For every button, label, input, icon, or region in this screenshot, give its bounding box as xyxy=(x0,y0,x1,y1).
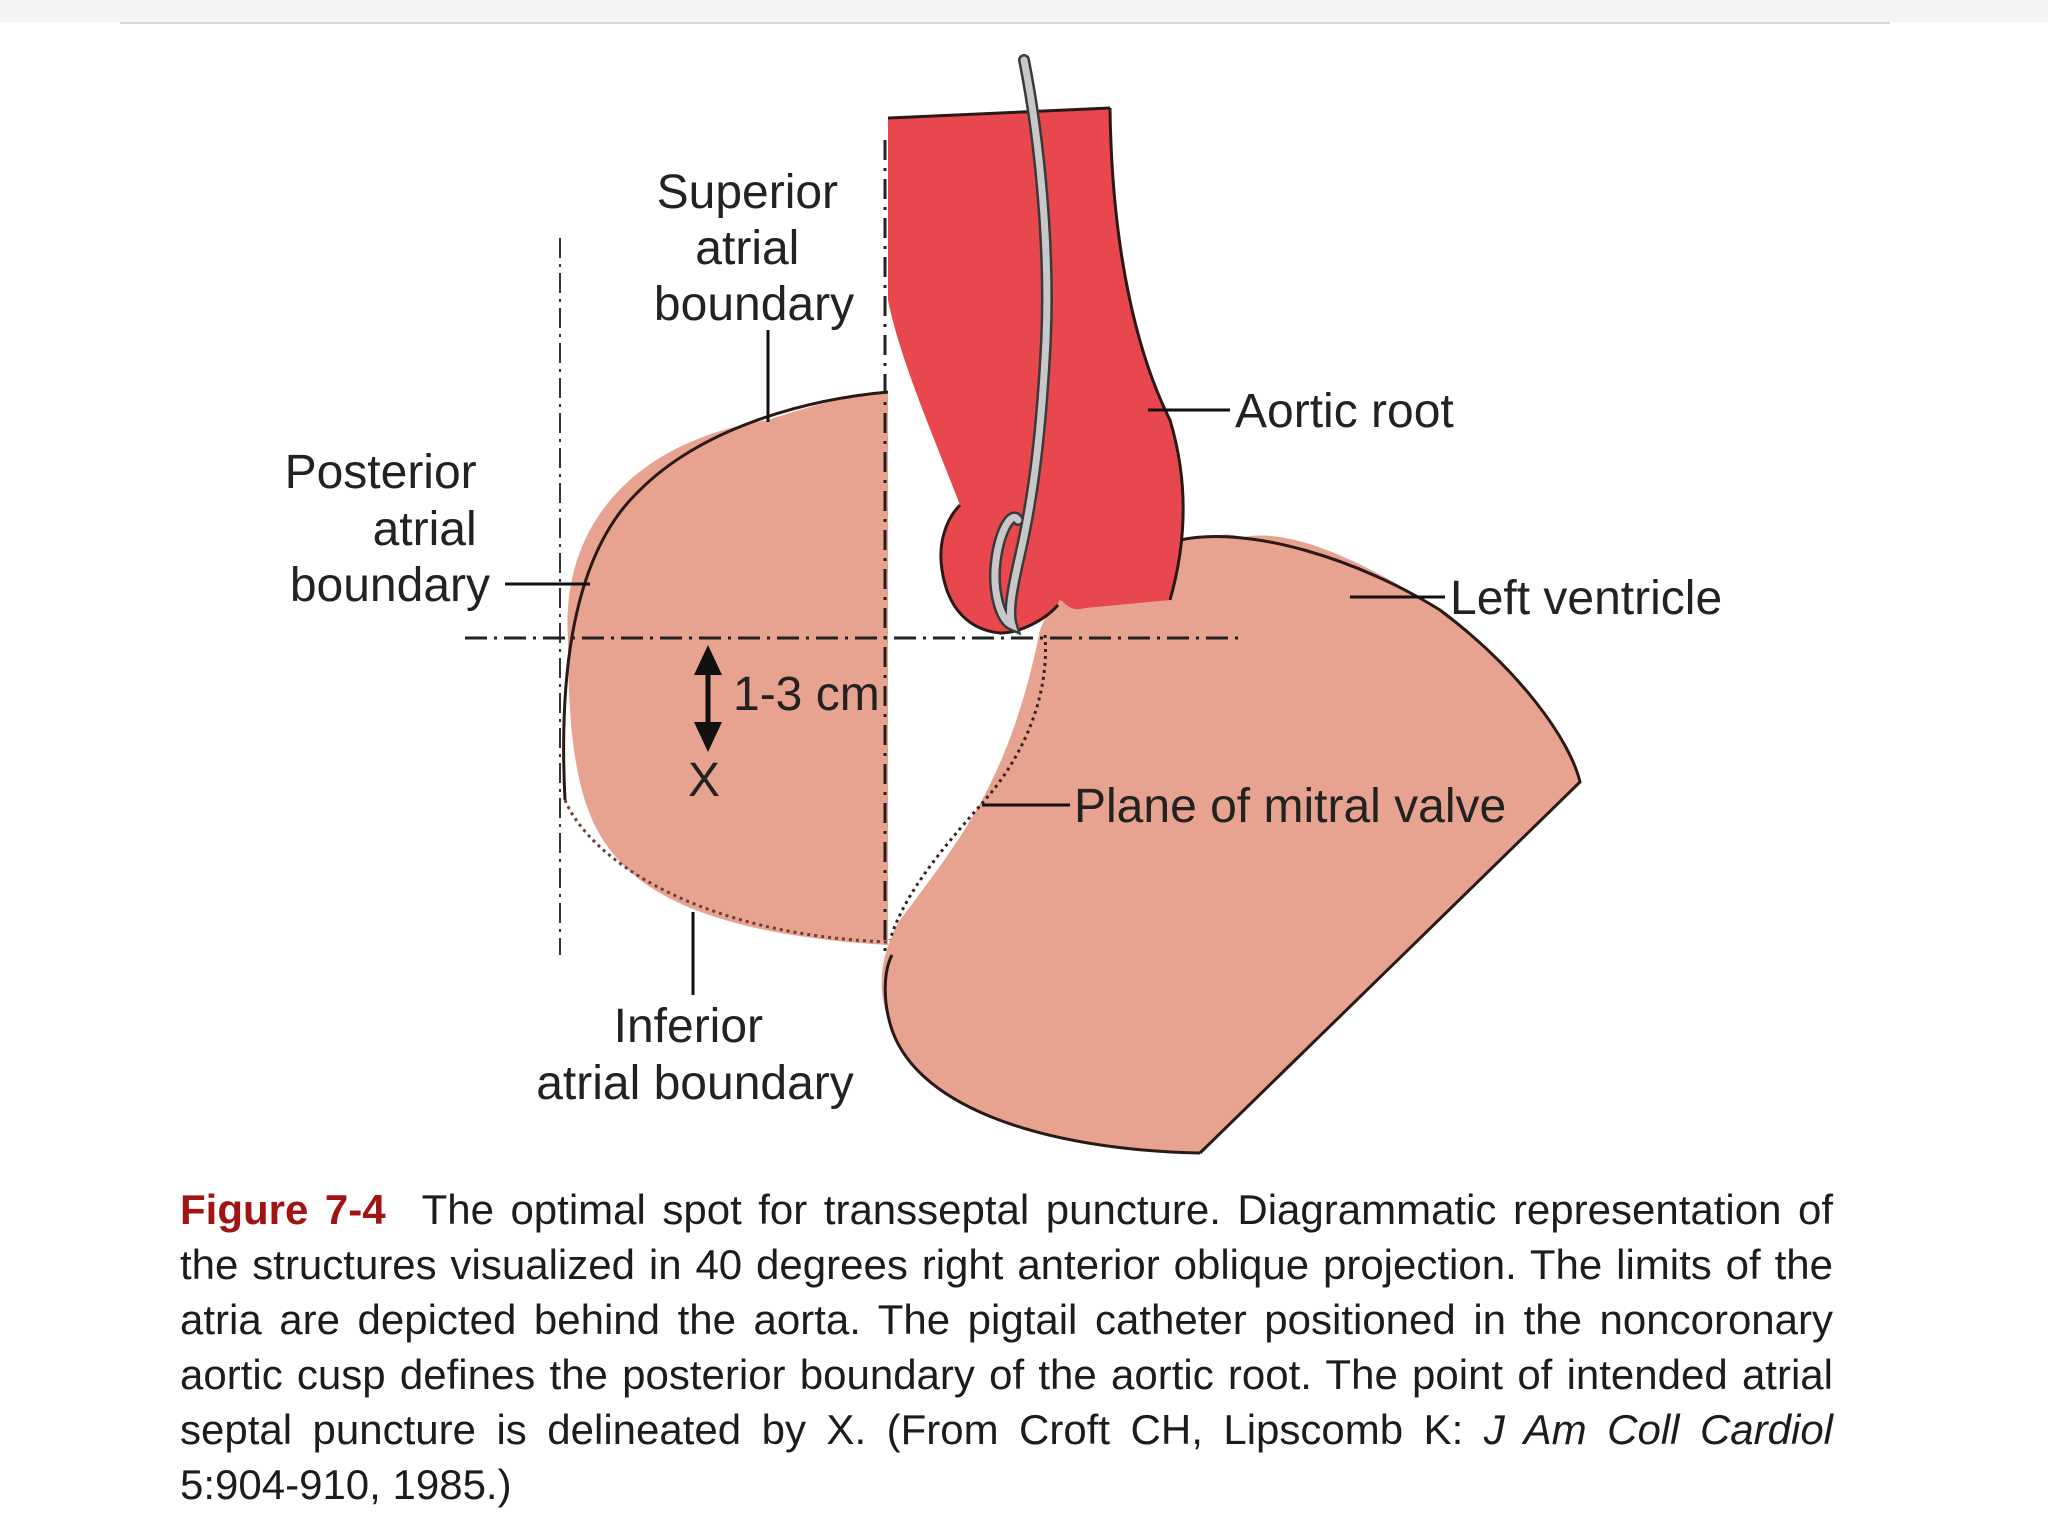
left-ventricle-label: Left ventricle xyxy=(1450,572,1722,625)
aortic-root-label: Aortic root xyxy=(1235,385,1454,438)
left-ventricle-inferior-outline xyxy=(883,954,1201,1155)
left-ventricle-shape xyxy=(881,534,1580,1153)
distance-arrow-down-head xyxy=(694,722,722,752)
mitral-valve-plane-label: Plane of mitral valve xyxy=(1074,780,1506,833)
page-top-band xyxy=(0,0,2048,22)
caption-text: The optimal spot for transseptal punctur… xyxy=(180,1186,1833,1453)
top-rule xyxy=(120,22,1890,24)
noncoronary-cusp-outline xyxy=(939,503,1060,635)
left-ventricle-outline xyxy=(1179,535,1582,1155)
distance-label: 1-3 cm xyxy=(733,668,880,721)
left-atrium-shape xyxy=(567,392,888,945)
superior-atrial-boundary-label: Superior atrial boundary xyxy=(654,166,854,331)
distance-arrow-up-head xyxy=(694,645,722,675)
inferior-atrial-contour xyxy=(563,799,889,944)
transseptal-diagram: Superior atrial boundary Posterior atria… xyxy=(285,54,1722,1155)
aortic-root-shape xyxy=(888,108,1184,633)
caption-citation: 5:904-910, 1985.) xyxy=(180,1461,512,1508)
posterior-atrial-boundary-label: Posterior atrial boundary xyxy=(285,446,490,612)
pigtail-catheter-core xyxy=(991,56,1051,632)
mitral-valve-plane xyxy=(888,634,1048,941)
caption-journal: J Am Coll Cardiol xyxy=(1483,1406,1834,1453)
puncture-point-x-label: X xyxy=(688,754,720,807)
inferior-atrial-boundary-label: Inferior atrial boundary xyxy=(536,1000,854,1110)
figure-label: Figure 7-4 xyxy=(180,1186,386,1233)
atrium-outline xyxy=(562,390,889,801)
